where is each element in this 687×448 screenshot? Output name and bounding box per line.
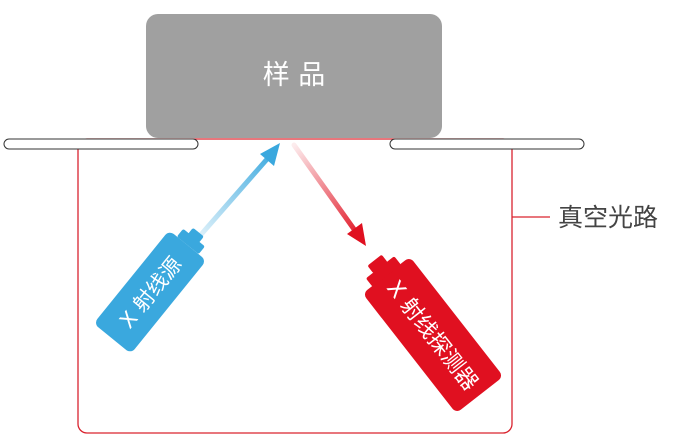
- xray-source-body: [96, 232, 204, 352]
- xray-source: X 射线源: [96, 228, 205, 352]
- sample-label: 样 品: [263, 60, 326, 91]
- xray-detector-body: [364, 259, 502, 411]
- xray-source-window: [188, 228, 204, 243]
- stage-plate-left: [3, 138, 199, 150]
- vacuum-chamber-outline: [77, 138, 513, 434]
- vacuum-label: 真空光路: [558, 203, 658, 232]
- fluorescence-beam: [291, 142, 359, 235]
- xray-source-neck: [177, 229, 205, 254]
- sample-block: [146, 14, 442, 138]
- fluorescence-beam-arrowhead: [347, 223, 366, 246]
- xray-detector-neck: [366, 256, 401, 287]
- xray-detector: X 射线探测器: [364, 255, 502, 411]
- stage-plate-right: [389, 138, 585, 150]
- incident-beam-arrowhead: [260, 143, 280, 166]
- xray-detector-window: [368, 255, 387, 273]
- incident-beam: [195, 155, 271, 241]
